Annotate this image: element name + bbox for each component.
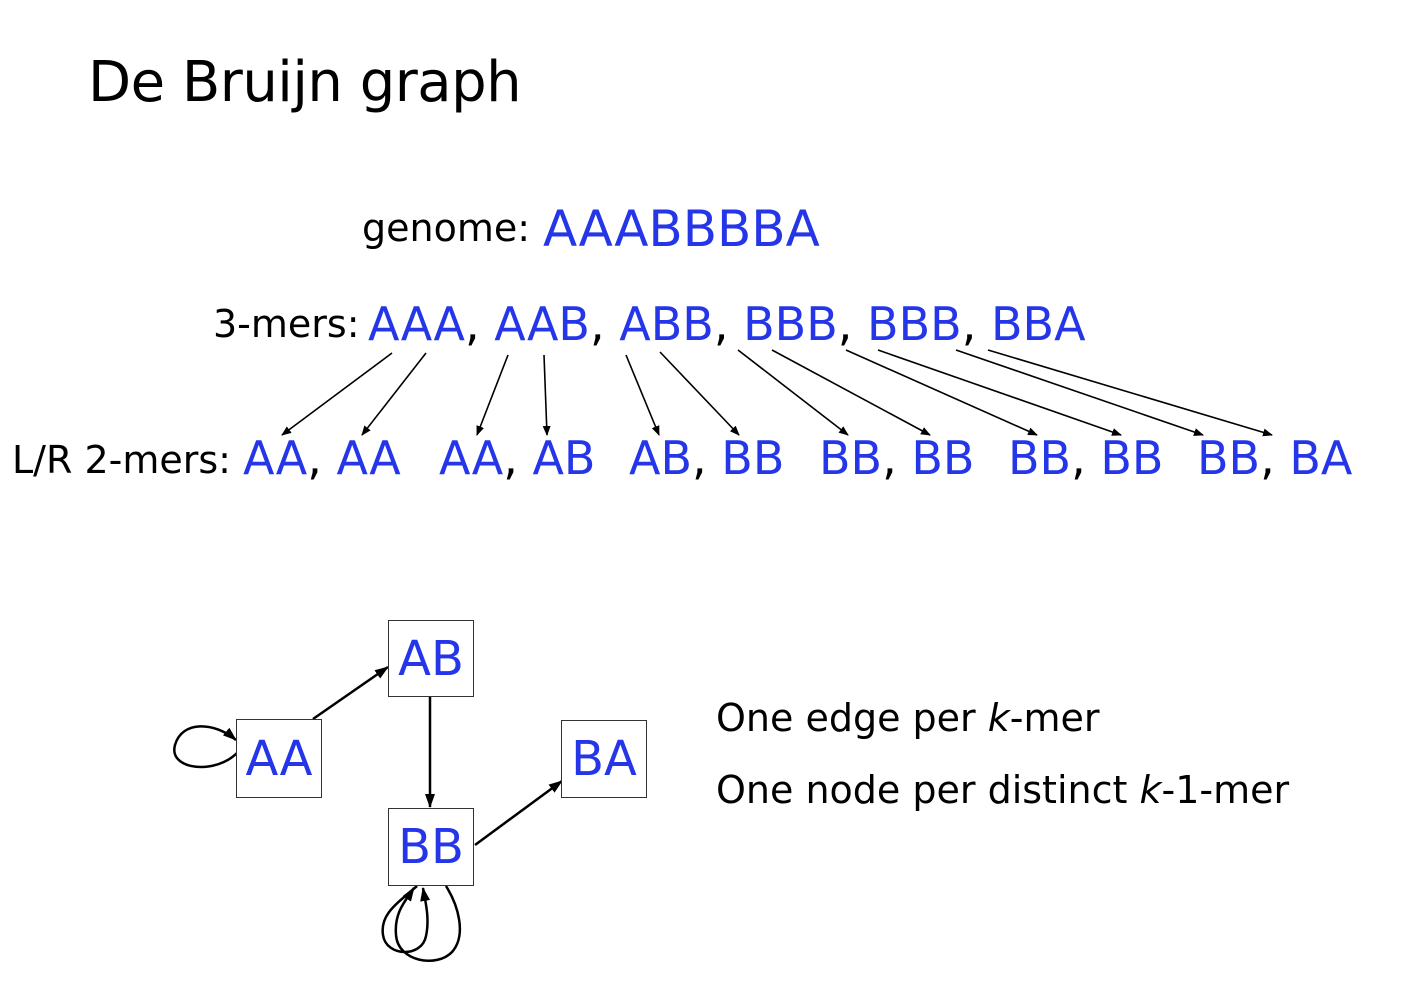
genome-label: genome: — [362, 206, 531, 250]
node-label: AA — [245, 730, 313, 787]
note-text: -mer — [1009, 696, 1100, 740]
pair-separator: , — [1260, 431, 1275, 485]
kmer-separator: , — [837, 297, 853, 351]
right-two-mer: BB — [721, 431, 785, 485]
split-arrow — [659, 351, 740, 436]
right-two-mer: BA — [1289, 431, 1353, 485]
kmer-6: BBA — [990, 297, 1086, 351]
kmer-separator: , — [961, 297, 977, 351]
kmer-5: BBB — [867, 297, 962, 351]
right-two-mer: AA — [336, 431, 401, 485]
split-arrow — [281, 352, 393, 436]
kmer-3: ABB — [619, 297, 714, 351]
node-ba: BA — [561, 720, 647, 798]
kmer-separator: , — [464, 297, 480, 351]
node-label: AB — [398, 630, 464, 687]
pair-separator: , — [882, 431, 897, 485]
note-text: One edge per — [716, 696, 988, 740]
note-node-per-k-1-mer: One node per distinct k-1-mer — [716, 768, 1289, 812]
edge-bb-bb-inner — [381, 885, 431, 954]
note-italic-k: k — [987, 696, 1010, 740]
page-title: De Bruijn graph — [88, 50, 522, 115]
kmer-2: AAB — [494, 297, 590, 351]
genome-sequence: AAABBBBA — [543, 200, 820, 258]
right-two-mer: BB — [1100, 431, 1164, 485]
note-text: -1-mer — [1161, 768, 1290, 812]
left-two-mer: AA — [243, 431, 308, 485]
graph-edges — [173, 665, 563, 962]
edge-bb-ba — [474, 779, 563, 847]
two-mer-pair-2: AA, AB — [439, 431, 596, 485]
left-two-mer: AB — [629, 431, 693, 485]
split-arrow — [987, 349, 1273, 437]
two-mer-pair-1: AA, AA — [243, 431, 401, 485]
note-text: One node per distinct — [716, 768, 1140, 812]
kmer-separator: , — [713, 297, 729, 351]
note-italic-k: k — [1139, 768, 1162, 812]
left-two-mer: BB — [819, 431, 883, 485]
kmer-split-arrows — [281, 349, 1273, 437]
kmers-label: 3-mers: — [213, 302, 360, 346]
two-mer-pair-5: BB, BB — [1008, 431, 1164, 485]
right-two-mer: AB — [532, 431, 596, 485]
node-bb: BB — [388, 808, 474, 886]
split-arrow — [955, 349, 1204, 436]
split-arrow — [771, 349, 931, 436]
edge-bb-bb-outer — [394, 885, 462, 962]
kmer-list: AAA, AAB, ABB, BBB, BBB, BBA — [368, 297, 1086, 351]
split-arrow — [361, 352, 427, 436]
edge-aa-aa — [173, 725, 238, 769]
two-mers-label: L/R 2-mers: — [12, 438, 231, 482]
pair-separator: , — [1071, 431, 1086, 485]
edge-aa-ab — [312, 665, 389, 721]
two-mer-pair-4: BB, BB — [819, 431, 975, 485]
split-arrow — [476, 354, 509, 436]
split-arrow — [542, 354, 551, 436]
split-arrow — [877, 349, 1122, 436]
pair-separator: , — [307, 431, 322, 485]
kmer-1: AAA — [368, 297, 465, 351]
split-arrow — [845, 349, 1038, 436]
node-ab: AB — [388, 620, 474, 697]
node-label: BB — [398, 819, 464, 875]
two-mer-pair-6: BB, BA — [1197, 431, 1352, 485]
split-arrow — [625, 354, 660, 436]
split-arrow — [737, 349, 849, 436]
pair-separator: , — [692, 431, 707, 485]
node-aa: AA — [236, 719, 322, 798]
kmer-4: BBB — [743, 297, 838, 351]
left-two-mer: AA — [439, 431, 504, 485]
node-label: BA — [571, 731, 637, 787]
kmer-separator: , — [590, 297, 605, 351]
right-two-mer: BB — [911, 431, 975, 485]
left-two-mer: BB — [1008, 431, 1072, 485]
pair-separator: , — [503, 431, 518, 485]
note-edge-per-kmer: One edge per k-mer — [716, 696, 1099, 740]
two-mer-pair-3: AB, BB — [629, 431, 784, 485]
left-two-mer: BB — [1197, 431, 1261, 485]
